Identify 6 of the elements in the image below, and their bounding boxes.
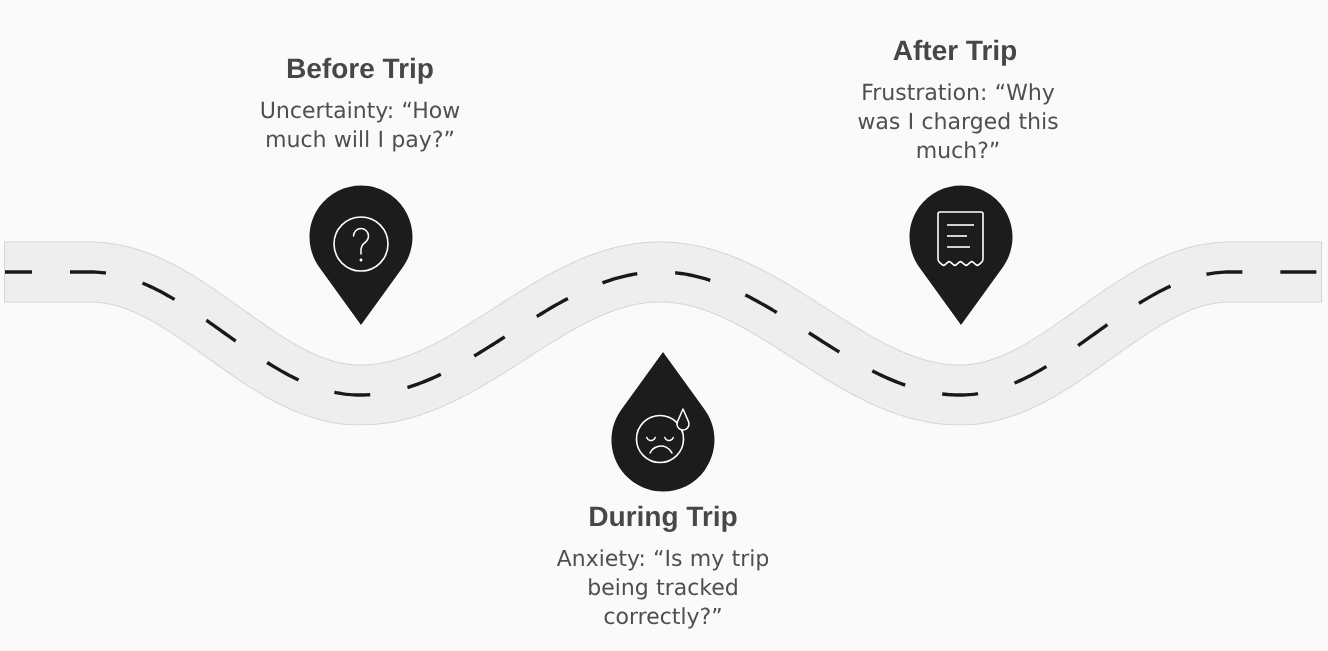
body-text: Frustration: “Why was I charged this much?” <box>858 83 1058 159</box>
body-text: Anxiety: “Is my trip being tracked correctly?” <box>556 549 769 629</box>
heading: After Trip <box>893 39 1017 66</box>
heading: During Trip <box>590 505 737 532</box>
heading: Before Trip <box>287 57 433 84</box>
body-text: Uncertainty: “How much will I pay?” <box>261 101 460 152</box>
